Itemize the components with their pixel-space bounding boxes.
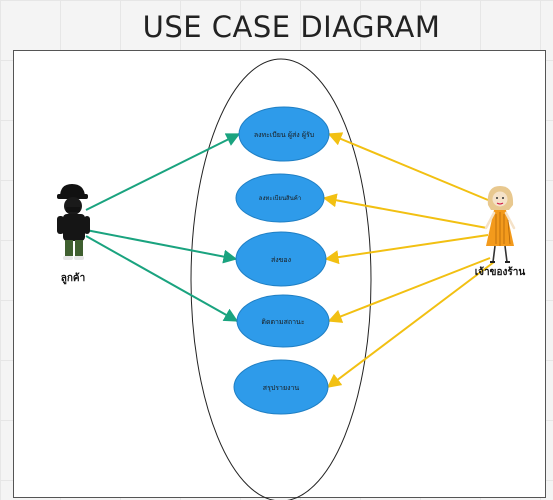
use-case-label: สรุปรายงาน — [263, 384, 300, 392]
use-case-shape[interactable] — [233, 359, 329, 415]
owner-association-arrow — [326, 261, 495, 388]
customer-actor[interactable]: ลูกค้า — [57, 184, 90, 285]
use-case-shape[interactable] — [235, 173, 325, 223]
use-case-shape[interactable] — [235, 231, 327, 287]
use-case-label: ติดตามสถานะ — [261, 318, 304, 326]
association-lines — [85, 132, 495, 388]
use-cases: ลงทะเบียน ผู้ส่ง ผู้รับ ลงทะเบียนสินค้า … — [233, 106, 330, 415]
use-case[interactable]: ส่งของ — [235, 231, 327, 287]
use-case-shape[interactable] — [236, 294, 330, 348]
diagram-title: USE CASE DIAGRAM — [142, 10, 441, 44]
use-case[interactable]: ลงทะเบียนสินค้า — [235, 173, 325, 223]
owner-association-arrow — [327, 132, 489, 201]
customer-figure-icon — [57, 184, 90, 260]
use-case-shape[interactable] — [238, 106, 330, 162]
customer-association-arrow — [85, 235, 239, 322]
owner-association-arrow — [322, 193, 488, 229]
owner-association-arrow — [327, 257, 491, 323]
owner-association-arrow — [324, 234, 489, 265]
use-case[interactable]: ลงทะเบียน ผู้ส่ง ผู้รับ — [238, 106, 330, 162]
customer-association-arrow — [85, 229, 238, 264]
customer-association-arrow — [85, 133, 241, 211]
use-case[interactable]: สรุปรายงาน — [233, 359, 329, 415]
owner-actor[interactable]: เจ้าของร้าน — [475, 186, 526, 278]
shop-owner-figure-icon — [484, 186, 516, 263]
use-case[interactable]: ติดตามสถานะ — [236, 294, 330, 348]
system-boundary — [190, 58, 372, 500]
owner-label: เจ้าของร้าน — [475, 266, 526, 278]
use-case-label: ส่งของ — [271, 256, 291, 264]
customer-label: ลูกค้า — [61, 272, 86, 285]
use-case-label: ลงทะเบียน ผู้ส่ง ผู้รับ — [254, 131, 314, 139]
use-case-label: ลงทะเบียนสินค้า — [259, 194, 301, 202]
